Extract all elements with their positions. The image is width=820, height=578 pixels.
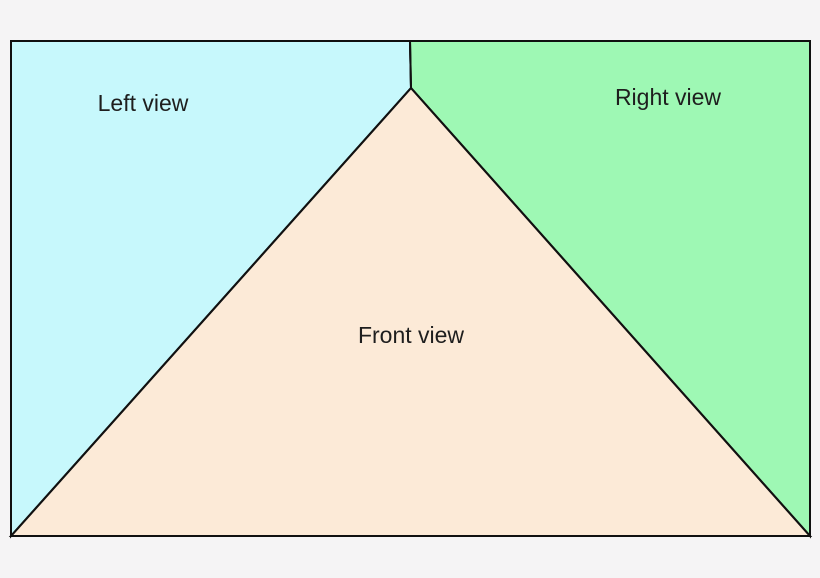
top-seam-line [409, 40, 412, 89]
left-view-label: Left view [98, 90, 189, 116]
front-view-label: Front view [358, 322, 464, 348]
right-fold-line [410, 87, 811, 537]
left-fold-line [10, 87, 412, 537]
diagram-outer-border [10, 40, 811, 537]
right-view-label: Right view [615, 84, 721, 110]
